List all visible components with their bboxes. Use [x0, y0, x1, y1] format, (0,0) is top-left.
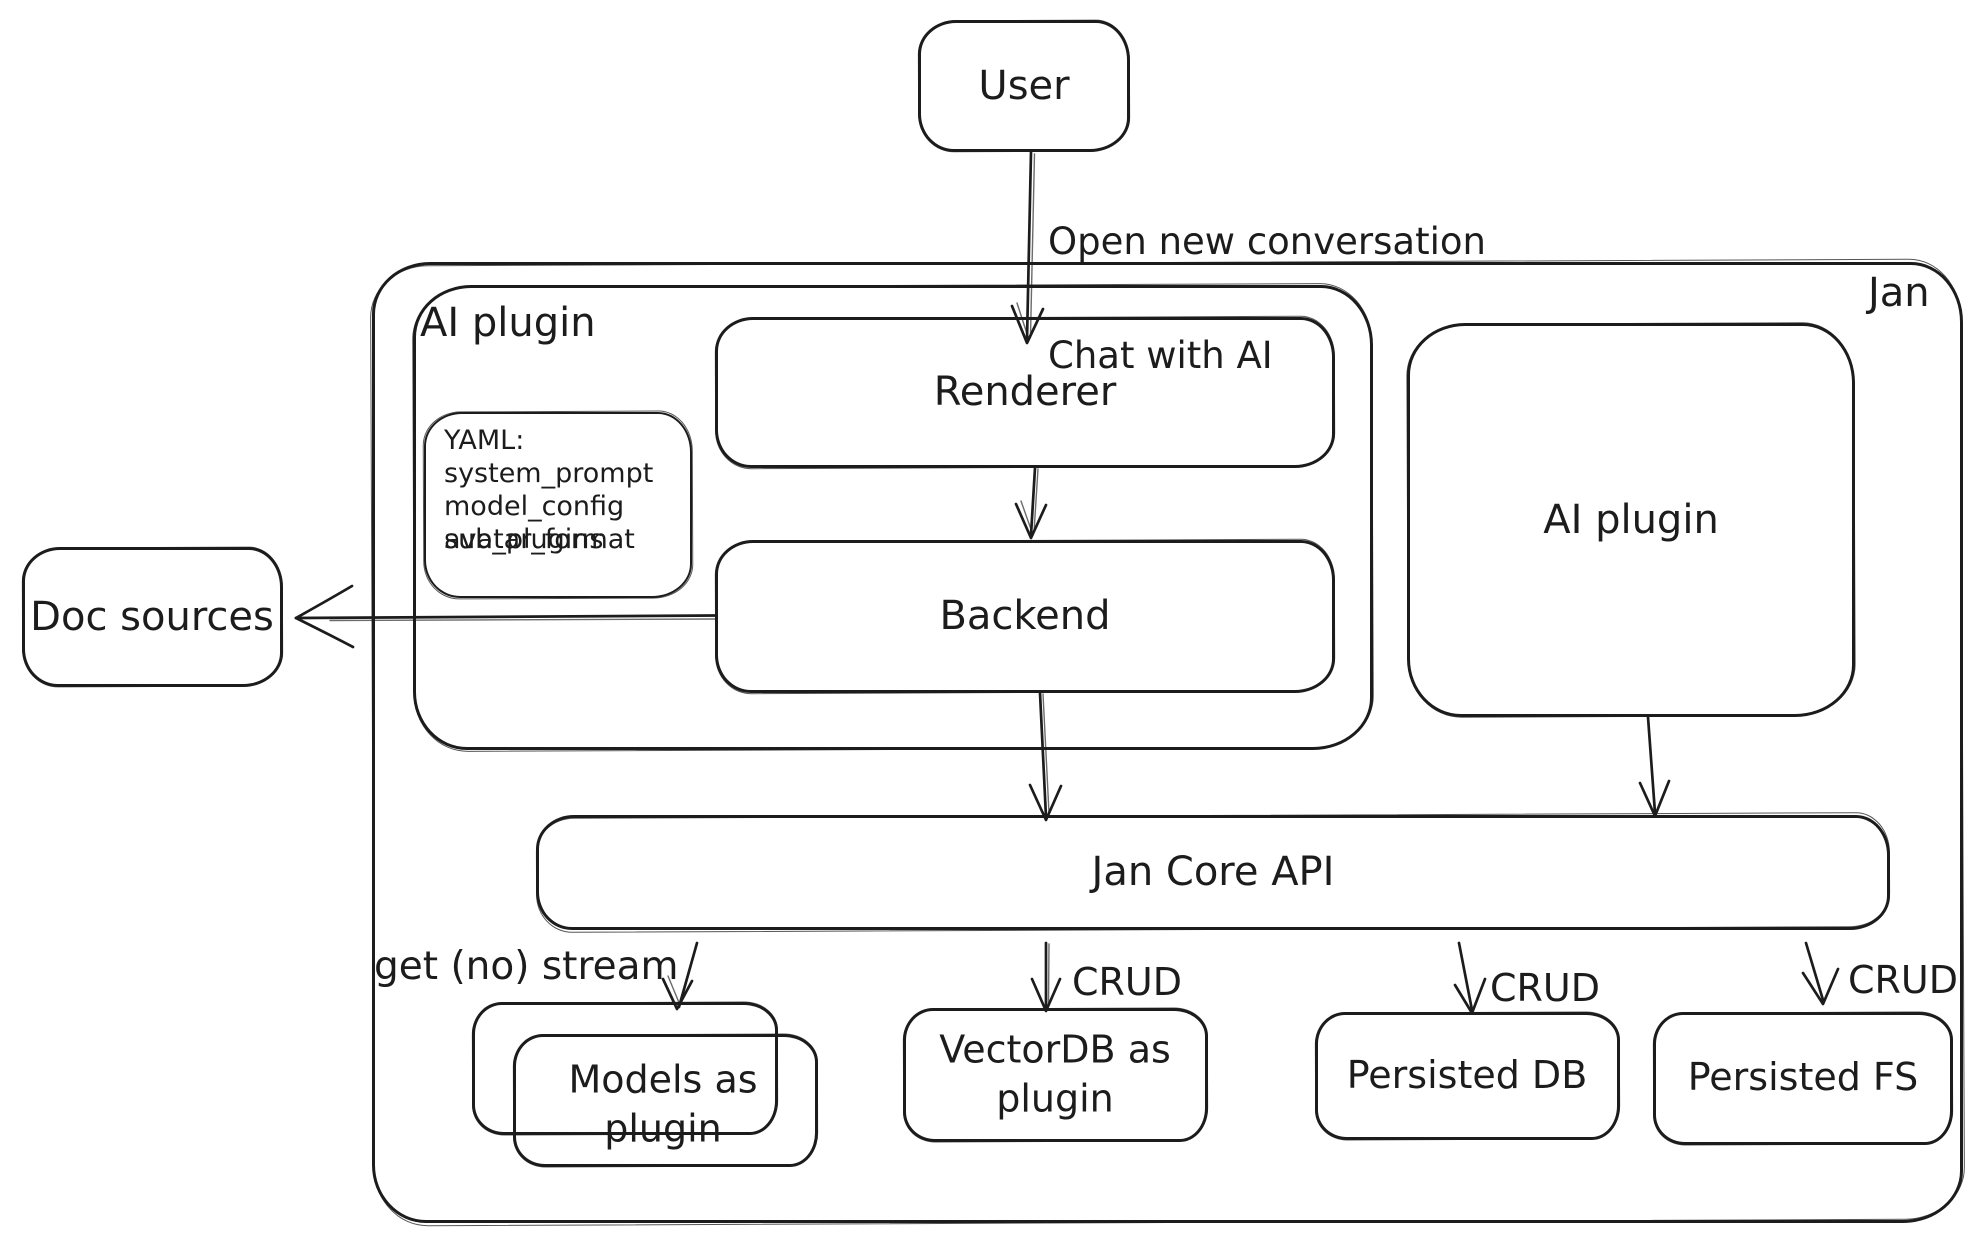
- edge-label-crud-persisted-fs: CRUD: [1848, 958, 1959, 1002]
- user-label: User: [978, 63, 1070, 109]
- yaml-note-box: [424, 412, 692, 598]
- ai-plugin-right-label: AI plugin: [1543, 497, 1719, 543]
- yaml-note-line: avatar_format: [444, 524, 635, 555]
- yaml-note-line: model_config: [444, 491, 625, 522]
- user-node: [918, 20, 1130, 152]
- edge-label-line: Chat with AI: [1048, 334, 1273, 377]
- ai-plugin-right-node: [1407, 323, 1855, 717]
- ai-plugin-group-label: AI plugin: [420, 300, 596, 346]
- doc-sources-node: [22, 547, 283, 687]
- jan-container-box: [372, 262, 1963, 1223]
- backend-label: Backend: [939, 593, 1111, 639]
- renderer-label: Renderer: [933, 369, 1117, 415]
- jan-core-api-label: Jan Core API: [1091, 849, 1335, 895]
- persisted-fs-label: Persisted FS: [1687, 1055, 1919, 1100]
- vectordb-as-plugin-label: VectorDB as plugin: [939, 1027, 1171, 1121]
- edge-label-crud-persisted-db: CRUD: [1490, 966, 1601, 1010]
- yaml-note-line: system_prompt: [444, 458, 654, 489]
- ai-plugin-group-box: [413, 285, 1373, 750]
- models-as-plugin-label: Models as plugin: [568, 1057, 758, 1151]
- persisted-db-label: Persisted DB: [1346, 1053, 1588, 1098]
- jan-core-api-node: [536, 815, 1890, 930]
- edge-label-open-conversation: Open new conversation Chat with AI: [1048, 156, 1486, 441]
- edge-label-get-no-stream: get (no) stream: [374, 944, 679, 989]
- yaml-note-title: YAML:: [444, 425, 525, 456]
- doc-sources-label: Doc sources: [30, 594, 274, 640]
- persisted-fs-node: [1653, 1012, 1953, 1145]
- yaml-note-line: sub_plugins: [444, 524, 604, 555]
- yaml-note-text: YAML: system_prompt model_config avatar_…: [444, 424, 653, 556]
- models-as-plugin-node: [513, 1034, 818, 1167]
- jan-container-label: Jan: [1868, 270, 1930, 316]
- edge-label-line: Open new conversation: [1048, 220, 1486, 263]
- edge-label-crud-vectordb: CRUD: [1072, 960, 1183, 1004]
